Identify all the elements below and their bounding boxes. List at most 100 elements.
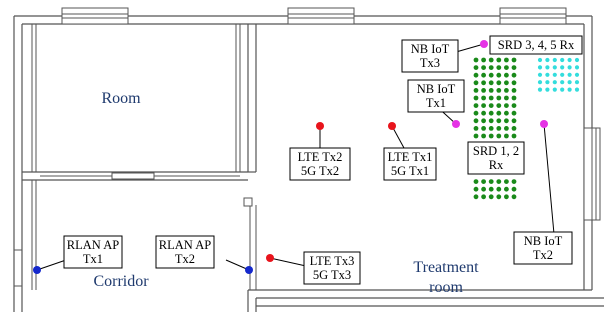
receiver-point: [511, 80, 517, 86]
receiver-point: [574, 87, 580, 92]
receiver-point: [481, 133, 486, 139]
svg-text:Tx2: Tx2: [533, 248, 553, 262]
receiver-point: [504, 88, 509, 93]
receiver-point: [504, 65, 509, 70]
label-rlan-ap-tx1: RLAN AP Tx1: [63, 235, 123, 269]
receiver-point: [481, 65, 486, 70]
receiver-point: [504, 95, 509, 101]
receiver-point: [504, 194, 509, 200]
treatment-room-label-line1: Treatment: [413, 259, 479, 276]
receiver-point: [504, 72, 509, 78]
svg-text:RLAN AP: RLAN AP: [67, 238, 119, 252]
receiver-point: [504, 118, 509, 124]
receiver-point: [567, 80, 572, 85]
label-srd345: SRD 3, 4, 5 Rx: [489, 35, 583, 55]
svg-text:LTE Tx3: LTE Tx3: [310, 254, 355, 268]
lte-tx3-marker: [266, 254, 274, 262]
receiver-point: [552, 65, 557, 70]
receiver-point: [511, 72, 517, 78]
receiver-point: [473, 57, 479, 63]
treatment-room-label-line2: room: [429, 279, 463, 296]
transmitters: [33, 40, 548, 274]
receiver-point: [545, 87, 550, 92]
receiver-point: [496, 186, 502, 192]
receiver-point: [481, 95, 486, 101]
receiver-point: [552, 72, 557, 77]
receiver-point: [511, 133, 517, 139]
receiver-point: [511, 194, 517, 200]
receiver-point: [496, 133, 502, 139]
receiver-point: [496, 110, 502, 116]
receiver-point: [511, 103, 517, 108]
srd345-receiver-grid: [537, 57, 580, 92]
receiver-point: [488, 179, 494, 185]
receiver-point: [496, 88, 502, 93]
receiver-point: [496, 65, 502, 70]
receiver-point: [488, 95, 494, 101]
label-lte-tx2: LTE Tx2 5G Tx2: [289, 147, 351, 181]
receiver-point: [560, 80, 565, 85]
receiver-point: [504, 125, 509, 131]
receiver-point: [481, 194, 486, 200]
receiver-point: [537, 72, 543, 77]
receiver-point: [511, 110, 517, 116]
nb-iot-tx1-marker: [452, 120, 460, 128]
receiver-point: [537, 80, 543, 85]
receiver-point: [574, 65, 580, 70]
receiver-point: [504, 110, 509, 116]
receiver-point: [488, 103, 494, 108]
label-lte-tx1: LTE Tx1 5G Tx1: [383, 147, 437, 181]
receiver-point: [481, 110, 486, 116]
receiver-point: [504, 179, 509, 185]
receiver-point: [496, 194, 502, 200]
receiver-point: [496, 95, 502, 101]
receiver-point: [511, 179, 517, 185]
rlan-ap-tx2-marker: [245, 266, 253, 274]
receiver-point: [473, 65, 479, 70]
receiver-point: [574, 57, 580, 63]
receiver-point: [560, 65, 565, 70]
receiver-point: [481, 125, 486, 131]
receiver-point: [481, 186, 486, 192]
svg-text:NB IoT: NB IoT: [524, 234, 563, 248]
svg-text:SRD 1, 2: SRD 1, 2: [473, 144, 519, 158]
receiver-point: [537, 57, 543, 63]
svg-text:Tx1: Tx1: [426, 96, 446, 110]
svg-text:LTE Tx2: LTE Tx2: [298, 150, 343, 164]
svg-text:RLAN AP: RLAN AP: [159, 238, 211, 252]
receiver-point: [473, 110, 479, 116]
receiver-point: [560, 57, 565, 63]
svg-text:NB IoT: NB IoT: [411, 42, 450, 56]
receiver-point: [574, 72, 580, 77]
svg-text:Tx1: Tx1: [83, 252, 103, 266]
receiver-point: [481, 118, 486, 124]
receiver-point: [473, 133, 479, 139]
svg-text:Rx: Rx: [489, 158, 504, 172]
receiver-point: [473, 118, 479, 124]
receiver-point: [473, 125, 479, 131]
receiver-point: [537, 87, 543, 92]
receiver-point: [481, 57, 486, 63]
receiver-point: [496, 57, 502, 63]
receiver-point: [511, 65, 517, 70]
receiver-point: [496, 125, 502, 131]
receiver-point: [496, 103, 502, 108]
svg-text:Tx2: Tx2: [175, 252, 195, 266]
lte-tx2-marker: [316, 122, 324, 130]
receiver-point: [481, 72, 486, 78]
receiver-point: [567, 87, 572, 92]
corridor-label: Corridor: [93, 273, 149, 290]
receiver-point: [496, 179, 502, 185]
receiver-point: [504, 133, 509, 139]
label-nb-iot-tx2: NB IoT Tx2: [513, 231, 573, 265]
receiver-point: [488, 125, 494, 131]
receiver-point: [545, 72, 550, 77]
receiver-point: [552, 87, 557, 92]
receiver-point: [488, 194, 494, 200]
svg-text:NB IoT: NB IoT: [417, 82, 456, 96]
receiver-point: [560, 87, 565, 92]
receiver-point: [481, 103, 486, 108]
nb-iot-tx3-marker: [480, 40, 488, 48]
nb-iot-tx2-marker: [540, 120, 548, 128]
receiver-point: [504, 80, 509, 86]
